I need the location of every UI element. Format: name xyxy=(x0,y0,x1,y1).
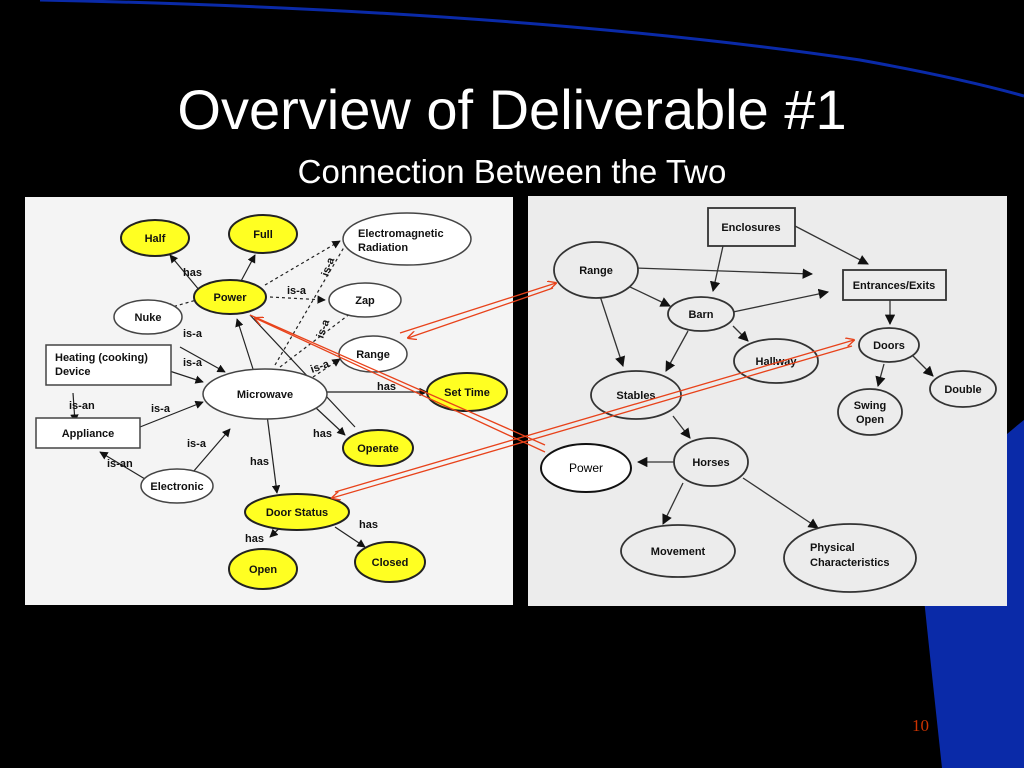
edge-barn-entrances xyxy=(732,288,830,313)
node-set-time-label: Set Time xyxy=(444,387,490,399)
node-entrances: Entrances/Exits xyxy=(842,269,947,301)
node-swing-open: Swing Open xyxy=(837,388,903,436)
node-open-label: Open xyxy=(249,564,277,576)
node-stables: Stables xyxy=(590,370,682,420)
edge-label-isa-nuke: is-a xyxy=(183,328,203,340)
node-power-label: Power xyxy=(213,292,247,304)
node-doors: Doors xyxy=(858,327,920,363)
node-stables-label: Stables xyxy=(616,390,655,402)
edge-electronic-microwave xyxy=(192,428,231,473)
node-double-label: Double xyxy=(944,384,981,396)
node-half: Half xyxy=(120,219,190,257)
node-half-label: Half xyxy=(145,233,166,245)
edge-door-closed xyxy=(334,526,366,548)
edge-label-has-operate: has xyxy=(313,428,332,440)
node-closed: Closed xyxy=(354,541,426,583)
node-microwave: Microwave xyxy=(202,368,328,420)
node-heating-device: Heating (cooking) Device xyxy=(45,344,172,386)
page-number: 10 xyxy=(912,716,929,735)
node-enclosures-label: Enclosures xyxy=(721,222,780,234)
edge-label-isa-zap: is-a xyxy=(287,285,307,297)
node-hallway-label: Hallway xyxy=(756,356,798,368)
node-full: Full xyxy=(228,214,298,254)
node-zap-label: Zap xyxy=(355,295,375,307)
node-doors-label: Doors xyxy=(873,340,905,352)
edge-range-entrances xyxy=(634,267,814,279)
node-nuke: Nuke xyxy=(113,299,183,335)
node-em-radiation: Electromagnetic Radiation xyxy=(342,212,472,266)
node-microwave-label: Microwave xyxy=(237,389,293,401)
edge-label-has-half: has xyxy=(183,267,202,279)
node-physical-characteristics: Physical Characteristics xyxy=(783,523,917,593)
edge-label-has-open: has xyxy=(245,533,264,545)
node-movement: Movement xyxy=(620,524,736,578)
node-horses-label: Horses xyxy=(692,457,729,469)
node-heating-label-2: Device xyxy=(55,366,90,378)
edge-electronic-appliance xyxy=(99,451,146,480)
edge-label-has-settime: has xyxy=(377,381,396,393)
edge-label-isa-appliance: is-a xyxy=(151,403,171,415)
edge-enclosures-barn xyxy=(709,245,724,293)
edge-power-em xyxy=(264,240,341,286)
stable-semantic-network: Enclosures Range Entrances/Exits Barn Do… xyxy=(528,196,1007,606)
top-arc xyxy=(39,0,1024,98)
edge-label-isa-electronic: is-a xyxy=(187,438,207,450)
edge-enclosures-entrances xyxy=(794,225,869,265)
node-hallway: Hallway xyxy=(733,338,819,384)
node-barn-label: Barn xyxy=(688,309,713,321)
slide-title: Overview of Deliverable #1 xyxy=(177,78,847,141)
node-appliance-label: Appliance xyxy=(62,428,115,440)
edge-appliance-microwave xyxy=(139,400,204,428)
edge-barn-hallway xyxy=(732,325,749,342)
node-horses: Horses xyxy=(673,437,749,487)
edge-doors-swing xyxy=(875,363,886,388)
node-closed-label: Closed xyxy=(372,557,409,569)
edge-power-half xyxy=(169,254,201,292)
node-appliance: Appliance xyxy=(35,417,141,449)
node-nuke-label: Nuke xyxy=(135,312,162,324)
edge-power-full xyxy=(239,254,256,284)
node-door-status-label: Door Status xyxy=(266,507,328,519)
node-electronic-label: Electronic xyxy=(150,481,203,493)
node-operate-label: Operate xyxy=(357,443,399,455)
edge-range-barn xyxy=(627,285,671,307)
node-entrances-label: Entrances/Exits xyxy=(853,280,936,292)
edge-label-isan-heating: is-an xyxy=(69,400,95,412)
edge-heating-appliance xyxy=(70,392,79,423)
node-range-label: Range xyxy=(356,349,390,361)
node-range: Range xyxy=(338,335,408,373)
node-enclosures: Enclosures xyxy=(707,207,796,247)
node-range: Range xyxy=(553,241,639,299)
node-set-time: Set Time xyxy=(426,372,508,412)
node-power: Power xyxy=(193,279,267,315)
slide-subtitle: Connection Between the Two xyxy=(297,153,727,190)
node-full-label: Full xyxy=(253,229,273,241)
node-power: Power xyxy=(540,443,632,493)
node-electronic: Electronic xyxy=(140,468,214,504)
node-physical-label-1: Physical xyxy=(810,542,855,554)
edge-label-isan-electronic: is-an xyxy=(107,458,133,470)
node-open: Open xyxy=(228,548,298,590)
edge-nuke-microwave xyxy=(179,346,226,373)
node-barn: Barn xyxy=(667,296,735,332)
edge-doors-double xyxy=(912,355,934,377)
node-swing-label-1: Swing xyxy=(854,400,886,412)
node-em-label-2: Radiation xyxy=(358,242,408,254)
node-heating-label-1: Heating (cooking) xyxy=(55,352,148,364)
node-double: Double xyxy=(929,370,997,408)
node-movement-label: Movement xyxy=(651,546,706,558)
edge-label-has-door: has xyxy=(250,456,269,468)
node-zap: Zap xyxy=(328,282,402,318)
edge-label-isa-heating: is-a xyxy=(183,357,203,369)
microwave-semantic-network: Half Full Electromagnetic Radiation Powe… xyxy=(25,197,513,605)
node-physical-label-2: Characteristics xyxy=(810,557,890,569)
edge-label-has-closed: has xyxy=(359,519,378,531)
node-em-label-1: Electromagnetic xyxy=(358,228,444,240)
node-range-label: Range xyxy=(579,265,613,277)
node-operate: Operate xyxy=(342,429,414,467)
node-power-label: Power xyxy=(569,461,603,475)
node-swing-label-2: Open xyxy=(856,414,884,426)
node-door-status: Door Status xyxy=(244,493,350,531)
